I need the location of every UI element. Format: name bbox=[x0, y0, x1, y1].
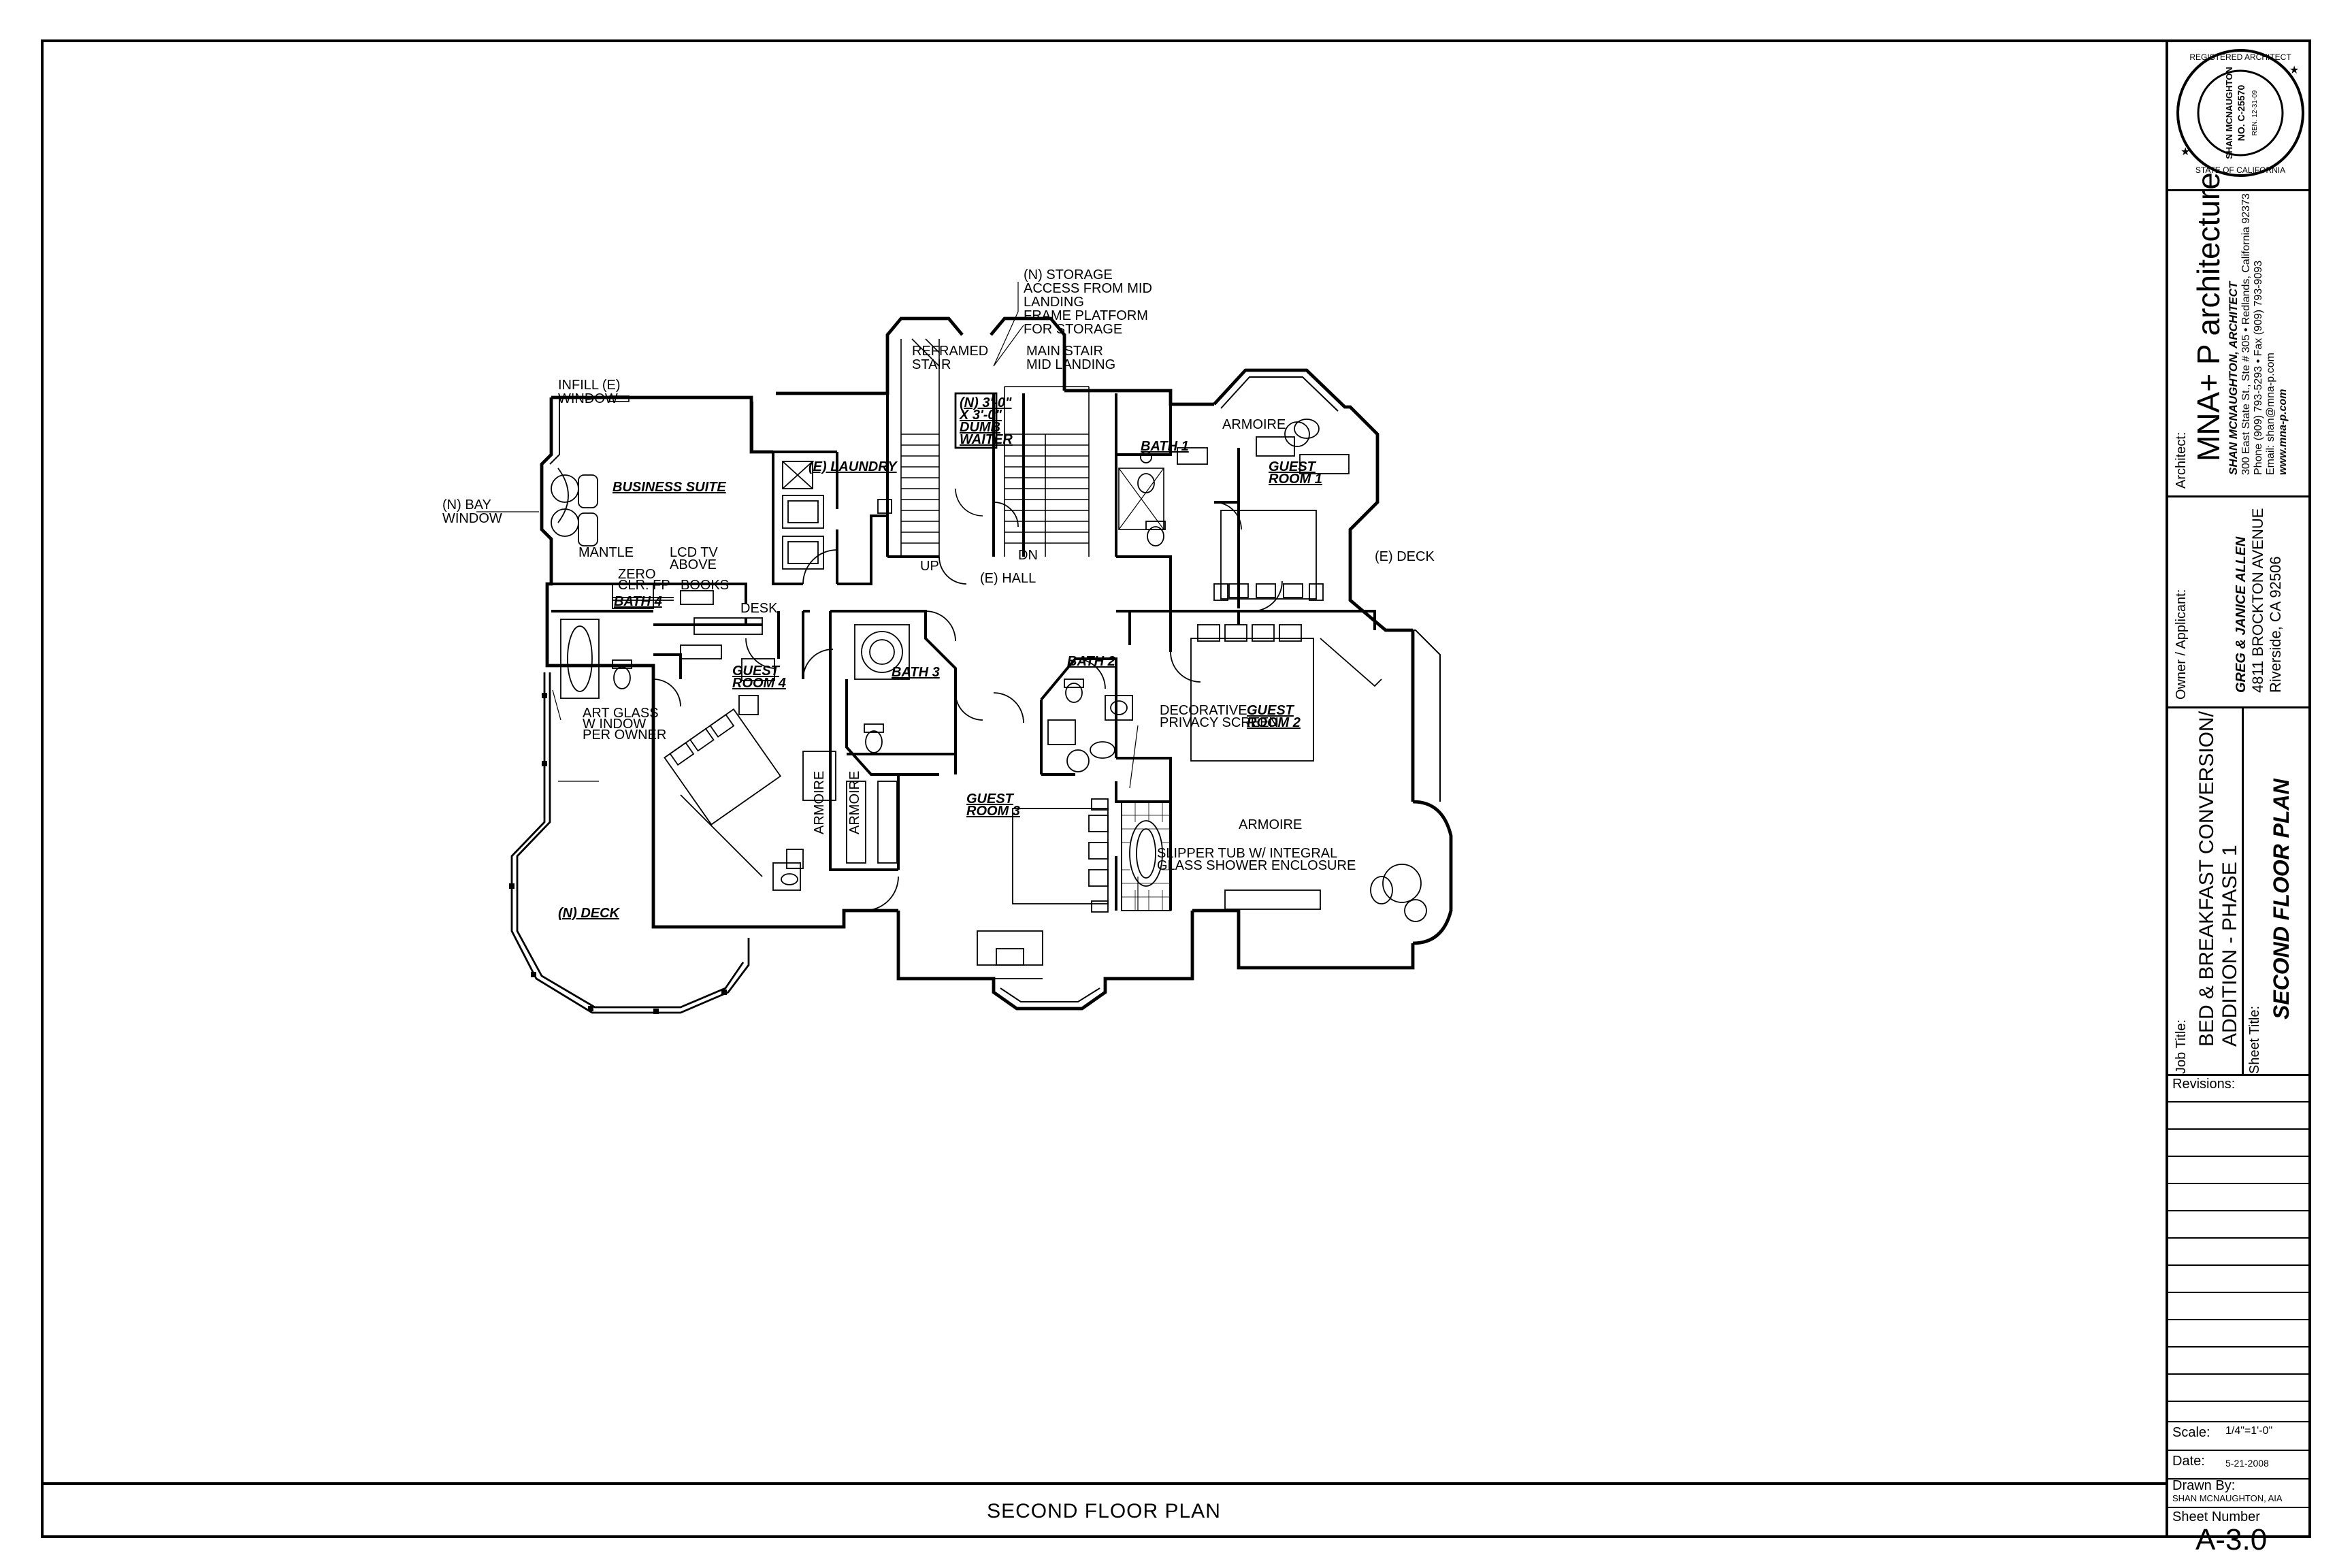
job-title-label: Job Title: bbox=[2174, 1019, 2189, 1074]
owner-name: GREG & JANICE ALLEN bbox=[2234, 536, 2249, 693]
svg-text:NO. C-25570: NO. C-25570 bbox=[2236, 85, 2247, 142]
svg-text:REN. 12-31-09: REN. 12-31-09 bbox=[2251, 90, 2259, 135]
scale-label: Scale: bbox=[2172, 1425, 2210, 1440]
bath3-fixtures bbox=[846, 624, 910, 864]
guest-room2-furniture bbox=[1190, 624, 1427, 922]
desk-label: DESK bbox=[740, 601, 778, 616]
revisions-label: Revisions: bbox=[2172, 1077, 2236, 1092]
architect-seal: REGISTERED ARCHITECT SHAN MCNAUGHTON NO.… bbox=[2174, 46, 2307, 180]
bath1-label: BATH 1 bbox=[1141, 439, 1189, 454]
architect-section: Architect: bbox=[2174, 432, 2189, 489]
job-title-line2: ADDITION - PHASE 1 bbox=[2219, 845, 2241, 1047]
owner-address: 4811 BROCKTON AVENUE bbox=[2249, 508, 2266, 693]
architect-website: www.mna-p.com bbox=[2277, 389, 2289, 475]
laundry-appliances bbox=[782, 461, 892, 570]
hall-label: (E) HALL bbox=[980, 571, 1036, 586]
architect-address: 300 East State St., Ste # 305 • Redlands… bbox=[2240, 193, 2252, 475]
svg-text:SHAN MCNAUGHTON: SHAN MCNAUGHTON bbox=[2224, 67, 2234, 159]
owner-city: Riverside, CA 92506 bbox=[2267, 556, 2284, 693]
bath4-label: BATH 4 bbox=[614, 594, 662, 609]
svg-text:★: ★ bbox=[2180, 145, 2190, 158]
armoire-label-room3a: ARMOIRE bbox=[812, 771, 827, 834]
interior-walls bbox=[551, 393, 1376, 911]
scale-value: 1/4"=1'-0" bbox=[2225, 1425, 2273, 1437]
deck-railing bbox=[509, 672, 750, 1014]
sheet-title-label: Sheet Title: bbox=[2247, 1005, 2262, 1074]
drawn-by-label: Drawn By: bbox=[2172, 1478, 2236, 1493]
date-value: 5-21-2008 bbox=[2225, 1458, 2269, 1469]
armoire-label-room3b: ARMOIRE bbox=[847, 771, 862, 834]
date-label: Date: bbox=[2172, 1454, 2205, 1469]
n-deck-label: (N) DECK bbox=[558, 906, 621, 921]
job-title-line1: BED & BREAKFAST CONVERSION/ bbox=[2195, 711, 2218, 1047]
bath3-label: BATH 3 bbox=[892, 665, 940, 680]
business-suite-label: BUSINESS SUITE bbox=[612, 480, 726, 495]
sheet-number-value: A-3.0 bbox=[2195, 1523, 2268, 1556]
guest-room3-furniture bbox=[977, 798, 1109, 979]
dumb-waiter bbox=[954, 392, 998, 517]
svg-text:STATE OF CALIFORNIA: STATE OF CALIFORNIA bbox=[2195, 165, 2285, 175]
armoire-label-room2: ARMOIRE bbox=[1239, 817, 1302, 832]
exterior-walls bbox=[540, 316, 1453, 1011]
firm-name: MNA+ P architecture bbox=[2191, 172, 2226, 461]
title-block: REGISTERED ARCHITECT SHAN MCNAUGHTON NO.… bbox=[2166, 39, 2311, 1556]
main-stair bbox=[1004, 386, 1090, 557]
architect-phone: Phone (909) 793-5293 • Fax (909) 793-909… bbox=[2253, 260, 2264, 475]
architect-label: Architect: bbox=[2174, 431, 2189, 489]
architect-name: SHAN MCNAUGHTON, ARCHITECT bbox=[2227, 281, 2240, 475]
drawn-by-value: SHAN MCNAUGHTON, AIA bbox=[2172, 1493, 2283, 1503]
sheet-title-value: SECOND FLOOR PLAN bbox=[2269, 779, 2293, 1019]
armoire-label-room1: ARMOIRE bbox=[1222, 417, 1286, 432]
e-deck-label: (E) DECK bbox=[1375, 549, 1435, 564]
svg-text:★: ★ bbox=[2289, 63, 2299, 76]
laundry-label: (E) LAUNDRY bbox=[808, 459, 898, 474]
business-suite-furniture bbox=[551, 468, 763, 635]
stairs bbox=[900, 325, 1164, 557]
stair-dn-label: DN bbox=[1018, 548, 1038, 563]
sheet-number-label: Sheet Number bbox=[2172, 1509, 2260, 1524]
slipper-tub bbox=[1121, 801, 1171, 911]
infill-window-label: INFILL (E)WINDOW bbox=[558, 378, 621, 406]
reframed-stair bbox=[900, 338, 940, 557]
bath4-fixtures bbox=[560, 583, 722, 699]
bath2-label: BATH 2 bbox=[1067, 654, 1115, 669]
svg-text:REGISTERED ARCHITECT: REGISTERED ARCHITECT bbox=[2189, 52, 2291, 62]
stair-up-label: UP bbox=[920, 559, 939, 574]
architect-email: Email: shan@mna-p.com bbox=[2265, 353, 2276, 475]
guest-room1-furniture bbox=[1137, 419, 1350, 601]
owner-label: Owner / Applicant: bbox=[2174, 589, 2189, 700]
books-label: BOOKS bbox=[681, 578, 729, 593]
guest-room4-furniture bbox=[558, 658, 836, 891]
sheet-title-bar: SECOND FLOOR PLAN bbox=[41, 1482, 2167, 1538]
sheet-title: SECOND FLOOR PLAN bbox=[987, 1500, 1221, 1522]
mantle-label: MANTLE bbox=[578, 545, 634, 560]
sheet-border bbox=[41, 39, 2311, 1538]
bath2-fixtures bbox=[1047, 679, 1133, 772]
